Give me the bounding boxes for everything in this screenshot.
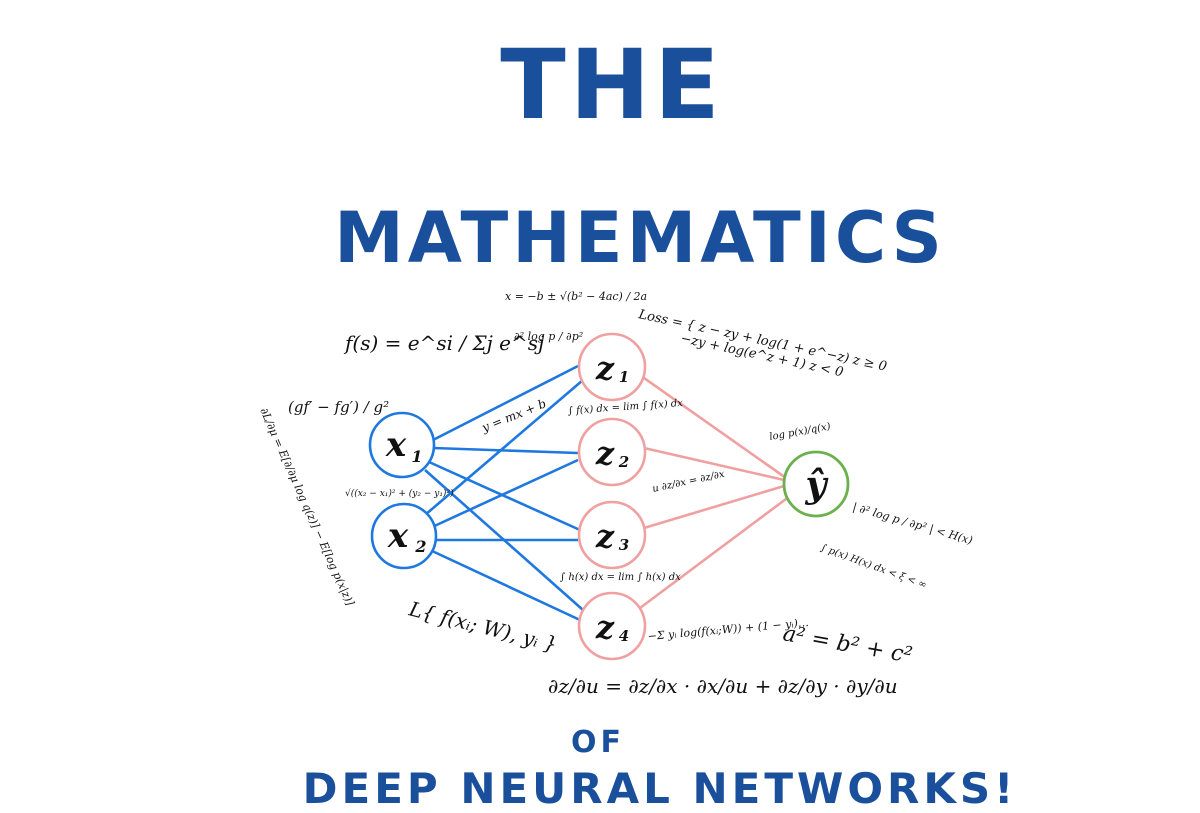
formula-softmax: f(s) = e^si / Σj e^sj [343,331,544,355]
input-node-x2-label: x [387,516,409,556]
formula-chain-rule: ∂z/∂u = ∂z/∂x · ∂x/∂u + ∂z/∂y · ∂y/∂u [548,674,898,698]
formula-loss-line1: Loss = { z − zy + log(1 + e^−z) z ≥ 0 [636,307,888,375]
formula-integral-mid: ∫ h(x) dx = lim ∫ h(x) dx [560,572,681,583]
output-node-yhat: ŷ [782,450,850,518]
input-node-x1: x 1 [368,411,436,479]
hidden-node-z4-label: z [595,608,615,646]
edge-z2-yhat [643,446,785,482]
hidden-node-z4-sub: 4 [619,627,629,645]
input-node-x2: x 2 [370,502,438,570]
input-hidden-edges [424,364,584,622]
formula-abs-log: | ∂² log p / ∂p² | < H(x) [851,500,974,548]
hidden-node-z1-label: z [595,349,615,387]
formula-distance: √((x₂ − x₁)² + (y₂ − y₁)²) [345,488,454,499]
edge-x1-z3 [428,460,581,532]
hidden-node-z1: z 1 [577,332,647,402]
formula-quadratic: x = −b ± √(b² − 4ac) / 2a [505,290,647,303]
formula-log-deriv: ∂² log p / ∂p² [514,330,583,343]
formula-pythagoras: a² = b² + c² [781,621,914,668]
hidden-node-z3-label: z [595,517,615,555]
formula-integral-right: ∫ p(x) H(x) dx < ξ < ∞ [819,542,928,591]
input-node-x2-sub: 2 [414,537,426,556]
hidden-node-z4: z 4 [577,591,647,661]
edge-z4-yhat [639,494,791,610]
edge-x2-z2 [429,458,579,530]
edge-z1-yhat [643,376,787,480]
hidden-node-z1-sub: 1 [619,368,629,386]
formula-quotient-rule: (gf′ − fg′) / g² [288,398,389,416]
edge-x2-z1 [424,379,584,516]
input-node-x1-label: x [385,425,407,465]
input-node-x1-sub: 1 [411,447,422,466]
title-line-mathematics: MATHEMATICS [334,197,946,279]
formula-kl-left: ∂L/∂μ = E[∂/∂μ log q(z)] − E[log p(x|z)] [256,406,357,609]
hidden-node-z3-sub: 3 [619,536,629,554]
formula-u-deriv: u ∂z/∂x = ∂z/∂x [651,469,726,495]
formula-limit-integral: ∫ f(x) dx = lim ∫ f(x) dx [567,398,683,417]
formula-loss-func: L{ f(xᵢ; W), yᵢ } [406,596,560,656]
formula-log-ratio: log p(x)/q(x) [769,421,832,443]
edge-x1-z2 [432,446,579,455]
title-line-of: OF [571,725,625,760]
hidden-output-edges [639,376,791,610]
title-line-the: THE [500,29,723,141]
edge-x1-z1 [432,364,579,442]
edge-z3-yhat [643,484,785,530]
hidden-node-z3: z 3 [577,500,647,570]
formula-linear: y = mx + b [479,396,548,435]
edge-x2-z4 [429,548,581,622]
hidden-node-z2: z 2 [577,417,647,487]
output-node-yhat-label: ŷ [805,464,829,506]
hidden-node-z2-sub: 2 [618,453,629,471]
hidden-node-z2-label: z [595,434,615,472]
title-line-deep-neural-networks: DEEP NEURAL NETWORKS! [303,764,1018,813]
